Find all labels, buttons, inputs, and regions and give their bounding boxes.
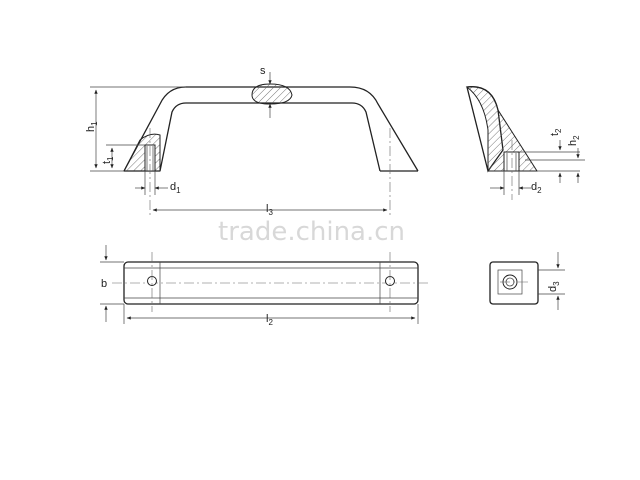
dim-d2: d2 bbox=[490, 171, 542, 195]
top-view bbox=[112, 252, 430, 312]
label-h1-sub: 1 bbox=[90, 121, 99, 126]
label-t2-sub: 2 bbox=[554, 128, 563, 133]
label-h2: h2 bbox=[567, 135, 581, 146]
label-b: b bbox=[101, 278, 107, 290]
dim-d3: d3 bbox=[538, 252, 565, 310]
label-t1-main: t bbox=[101, 161, 113, 164]
dim-s: s bbox=[260, 65, 272, 118]
label-h2-main: h bbox=[567, 140, 579, 146]
label-d3: d3 bbox=[547, 281, 561, 292]
label-d2-sub: 2 bbox=[537, 186, 542, 195]
end-outline bbox=[489, 261, 539, 305]
label-d2: d2 bbox=[531, 181, 542, 195]
label-d3-main: d bbox=[547, 286, 559, 292]
dim-l2: l2 bbox=[123, 304, 419, 327]
label-t2: t2 bbox=[549, 128, 563, 136]
dim-h1: h1 bbox=[85, 86, 186, 172]
front-view bbox=[123, 83, 419, 215]
label-h1-main: h bbox=[85, 126, 97, 132]
label-h1: h1 bbox=[85, 121, 99, 132]
side-thread-hole bbox=[503, 151, 520, 172]
label-l2: l2 bbox=[266, 313, 273, 327]
label-t1: t1 bbox=[101, 156, 115, 164]
end-view bbox=[489, 261, 539, 305]
side-view bbox=[465, 86, 538, 200]
dim-t2: t2 bbox=[519, 128, 580, 183]
label-l3-sub: 3 bbox=[268, 208, 273, 217]
label-d1-sub: 1 bbox=[176, 186, 181, 195]
dim-t1: t1 bbox=[101, 144, 145, 169]
label-d3-sub: 3 bbox=[552, 281, 561, 286]
label-l3: l3 bbox=[266, 203, 273, 217]
label-t2-main: t bbox=[549, 133, 561, 136]
dim-l3: l3 bbox=[152, 203, 388, 217]
label-d1-main: d bbox=[170, 181, 176, 193]
label-s: s bbox=[260, 65, 266, 77]
label-l2-sub: 2 bbox=[268, 318, 273, 327]
label-l3-main: l bbox=[266, 203, 268, 215]
label-d2-main: d bbox=[531, 181, 537, 193]
watermark: trade.china.cn bbox=[218, 217, 405, 247]
dim-b: b bbox=[100, 245, 124, 322]
label-d1: d1 bbox=[170, 181, 181, 195]
label-h2-sub: 2 bbox=[572, 135, 581, 140]
dim-h2: h2 bbox=[525, 135, 585, 183]
dim-d1: d1 bbox=[135, 171, 181, 195]
label-l2-main: l bbox=[266, 313, 268, 325]
label-t1-sub: 1 bbox=[106, 156, 115, 161]
top-cross-section bbox=[251, 83, 293, 105]
